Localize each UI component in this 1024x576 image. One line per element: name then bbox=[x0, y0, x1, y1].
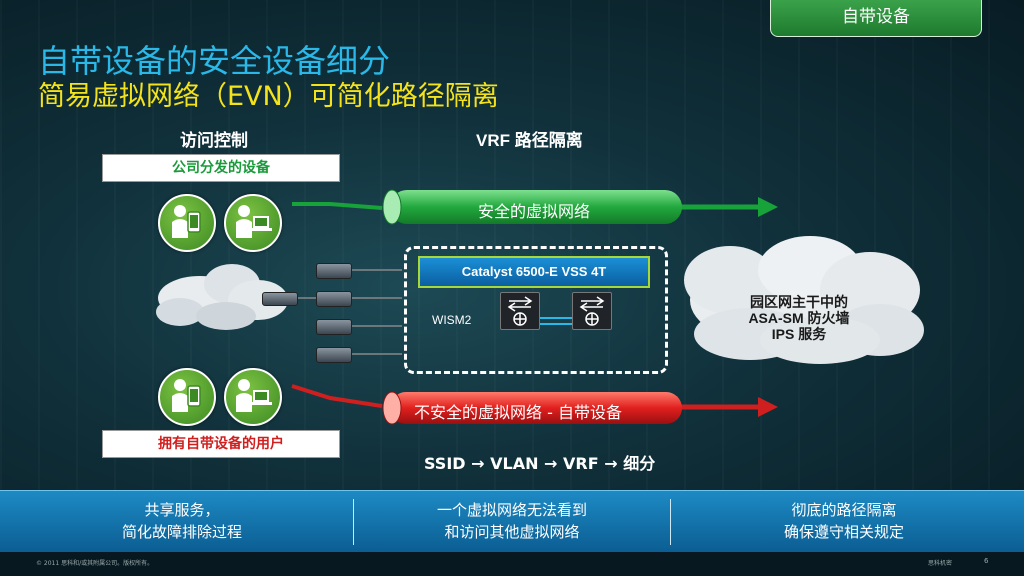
cloud-text-line: ASA-SM 防火墙 bbox=[748, 310, 850, 326]
footer-col-compliance: 彻底的路径隔离 确保遵守相关规定 bbox=[684, 499, 1004, 543]
cloud-icon bbox=[684, 236, 924, 364]
footer-col-shared-services: 共享服务， 简化故障排除过程 bbox=[22, 499, 342, 543]
byod-users-label: 拥有自带设备的用户 bbox=[102, 430, 340, 458]
cloud-services-text: 园区网主干中的 ASA-SM 防火墙 IPS 服务 bbox=[724, 294, 874, 342]
access-point-icon bbox=[316, 291, 352, 307]
page-subtitle: 简易虚拟网络（EVN）可简化路径隔离 bbox=[38, 81, 499, 112]
person-phone-icon bbox=[158, 194, 216, 252]
page-number: 6 bbox=[984, 557, 989, 565]
footer-bar: 共享服务， 简化故障排除过程 一个虚拟网络无法看到 和访问其他虚拟网络 彻底的路… bbox=[0, 490, 1024, 553]
vrf-header: VRF 路径隔离 bbox=[476, 131, 583, 150]
access-control-header: 访问控制 bbox=[180, 131, 248, 150]
footer-col-isolation: 一个虚拟网络无法看到 和访问其他虚拟网络 bbox=[352, 499, 672, 543]
switch-icon bbox=[500, 292, 540, 330]
catalyst-label: Catalyst 6500-E VSS 4T bbox=[418, 256, 650, 288]
secure-network-label: 安全的虚拟网络 bbox=[478, 202, 591, 221]
person-phone-icon bbox=[158, 368, 216, 426]
footer-line: 共享服务， bbox=[144, 501, 220, 519]
access-point-icon bbox=[316, 319, 352, 335]
page-title: 自带设备的安全设备细分 bbox=[38, 42, 391, 80]
switch-icon bbox=[572, 292, 612, 330]
person-laptop-icon bbox=[224, 368, 282, 426]
corporate-devices-label: 公司分发的设备 bbox=[102, 154, 340, 182]
router-icon bbox=[262, 292, 298, 306]
access-point-icon bbox=[316, 263, 352, 279]
section-badge: 自带设备 bbox=[770, 0, 982, 37]
confidential-text: 思科机密 bbox=[928, 560, 953, 567]
footer-divider bbox=[670, 499, 671, 545]
footer-line: 确保遵守相关规定 bbox=[783, 523, 904, 541]
cloud-icon bbox=[156, 264, 288, 330]
footer-divider bbox=[353, 499, 354, 545]
cloud-text-line: 园区网主干中的 bbox=[750, 294, 848, 310]
bottom-bar bbox=[0, 552, 1024, 576]
wism-label: WISM2 bbox=[432, 313, 472, 327]
footer-line: 简化故障排除过程 bbox=[121, 523, 242, 541]
insecure-network-label: 不安全的虚拟网络 - 自带设备 bbox=[414, 403, 622, 422]
footer-line: 彻底的路径隔离 bbox=[791, 501, 897, 519]
access-point-icon bbox=[316, 347, 352, 363]
ssid-flow-text: SSID → VLAN → VRF → 细分 bbox=[424, 454, 656, 473]
footer-line: 一个虚拟网络无法看到 bbox=[436, 501, 587, 519]
vss-dashed-box bbox=[404, 246, 668, 374]
cloud-text-line: IPS 服务 bbox=[771, 326, 827, 342]
copyright-text: © 2011 思科和/或其附属公司。版权所有。 bbox=[36, 560, 154, 567]
footer-line: 和访问其他虚拟网络 bbox=[444, 523, 580, 541]
person-laptop-icon bbox=[224, 194, 282, 252]
